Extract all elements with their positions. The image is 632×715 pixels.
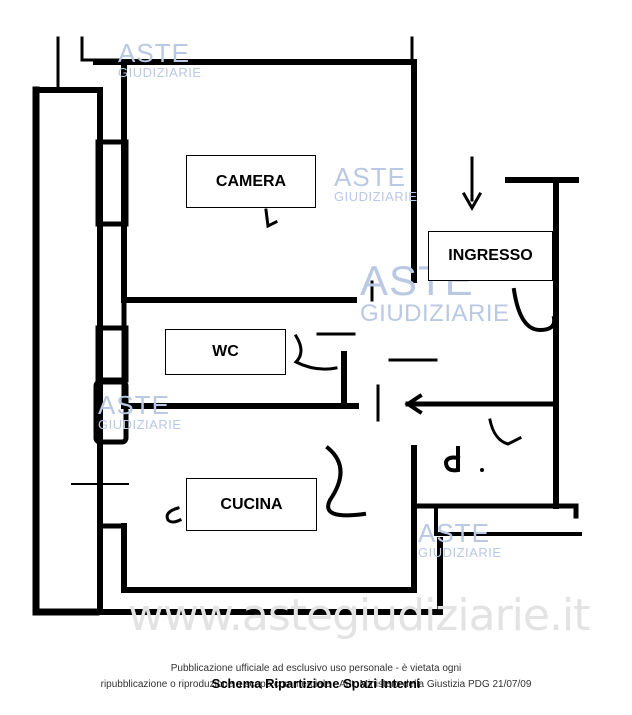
footer-title: Schema Ripartizione Spazi Interni <box>211 676 421 691</box>
watermark-giudiziarie-text: GIUDIZIARIE <box>334 189 418 204</box>
window-3 <box>93 379 129 445</box>
handwritten-mark-c <box>165 506 183 524</box>
handwritten-mark-ingresso <box>511 287 557 333</box>
room-label-ingresso: INGRESSO <box>428 231 553 281</box>
handwritten-mark-wc <box>293 333 338 371</box>
watermark-aste-5: ASTE GIUDIZIARIE <box>418 520 502 559</box>
watermark-giudiziarie-text: GIUDIZIARIE <box>98 417 182 432</box>
arrow-marker <box>404 393 423 415</box>
walls <box>32 36 582 616</box>
entry-arrow-head <box>461 191 483 212</box>
footer-notice-line-1: Pubblicazione ufficiale ad esclusivo uso… <box>170 663 462 674</box>
handwritten-mark-camera <box>264 208 279 229</box>
handwritten-d <box>443 446 461 473</box>
disimpegno-bottom-wall <box>411 503 579 519</box>
watermark-giudiziarie-text: GIUDIZIARIE <box>118 65 202 80</box>
watermark-aste-1: ASTE GIUDIZIARIE <box>118 40 202 79</box>
top-stub-line-2 <box>80 36 120 62</box>
watermark-aste-text: ASTE <box>118 38 190 68</box>
watermark-aste-4: ASTE GIUDIZIARIE <box>98 392 182 431</box>
watermark-site-url: www.astegiudiziarie.it <box>128 590 590 641</box>
watermark-aste-text: ASTE <box>334 162 406 192</box>
footer-notice-line-2: ripubblicazione o riproduzione a scopo c… <box>100 679 532 690</box>
watermark-giudiziarie-text: GIUDIZIARIE <box>360 300 510 327</box>
room-label-camera: CAMERA <box>186 155 316 208</box>
watermark-aste-text: ASTE <box>98 390 170 420</box>
cucina-right-wall <box>121 505 417 593</box>
bottom-right-step <box>434 506 582 536</box>
left-outer-wall <box>32 86 100 616</box>
watermark-giudiziarie-text: GIUDIZIARIE <box>418 545 502 560</box>
watermark-aste-2: ASTE GIUDIZIARIE <box>334 164 418 203</box>
handwritten-mark-cucina <box>325 445 367 518</box>
room-label-wc: WC <box>165 329 286 375</box>
handwritten-mark-disimpegno <box>488 418 523 446</box>
outer-bottom-wall <box>93 537 443 615</box>
watermark-aste-text: ASTE <box>418 518 490 548</box>
window-1 <box>95 139 129 227</box>
handwritten-dot <box>480 468 484 472</box>
room-label-cucina: CUCINA <box>186 478 317 531</box>
left-inner-wall <box>33 87 103 615</box>
